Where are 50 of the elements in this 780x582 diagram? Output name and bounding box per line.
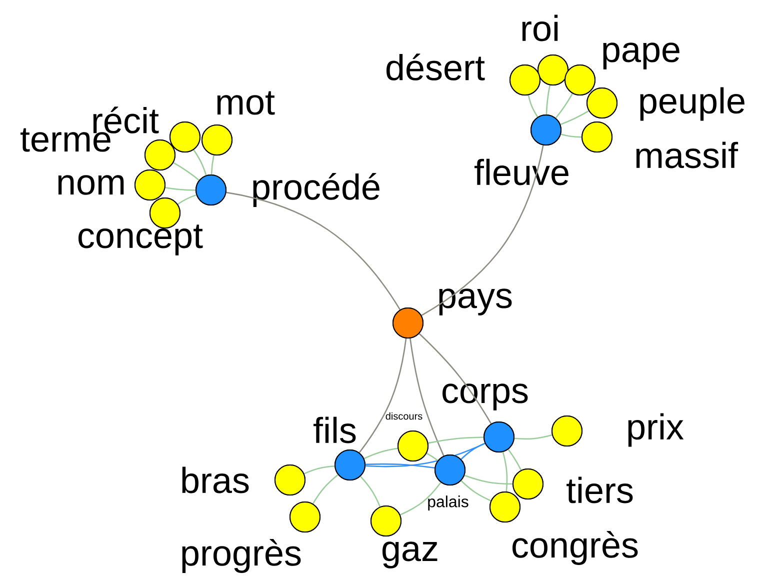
connector [546,85,550,115]
connector [365,463,435,469]
connector [400,482,442,516]
node-label: pays [439,288,512,316]
node-label: nom [58,175,124,195]
node-label: discours [386,412,422,420]
connector [226,192,401,310]
node-label: procédé [253,173,380,207]
connector [428,436,484,444]
connector [418,333,492,424]
connector [560,110,590,126]
connector [528,94,538,118]
connector [560,134,582,138]
node-label: corps [442,384,528,410]
node-label: mot [217,91,275,115]
connector [410,338,444,456]
connector [360,476,381,507]
connector [210,155,214,175]
node-label: tiers [566,476,633,504]
connector [312,474,338,504]
connector [358,338,407,454]
node-label: bras [182,466,249,494]
node-label: concept [78,224,203,256]
connector [426,452,438,461]
node-label: massif [636,142,738,168]
node-label: désert [386,54,485,80]
connector [464,474,513,485]
node-label: gaz [382,542,438,568]
node-label: fils [314,416,356,444]
connector [508,449,522,470]
connector [421,145,544,316]
connector [460,480,492,502]
connector [193,149,207,176]
node-label: progrès [182,539,301,573]
connector [173,162,200,181]
connector [364,448,398,460]
node-label: peuple [640,87,744,121]
connector [165,186,196,191]
connector [304,465,335,474]
connector [555,93,573,118]
node-label: fleuve [474,158,568,186]
node-label: roi [522,14,558,42]
connector [514,434,552,440]
connector [177,194,197,205]
node-label: palais [428,496,468,510]
node-label: congrès [512,531,638,565]
node-label: pape [603,42,680,70]
connector [460,442,486,460]
connector [502,452,508,492]
node-label: prix [628,413,684,447]
